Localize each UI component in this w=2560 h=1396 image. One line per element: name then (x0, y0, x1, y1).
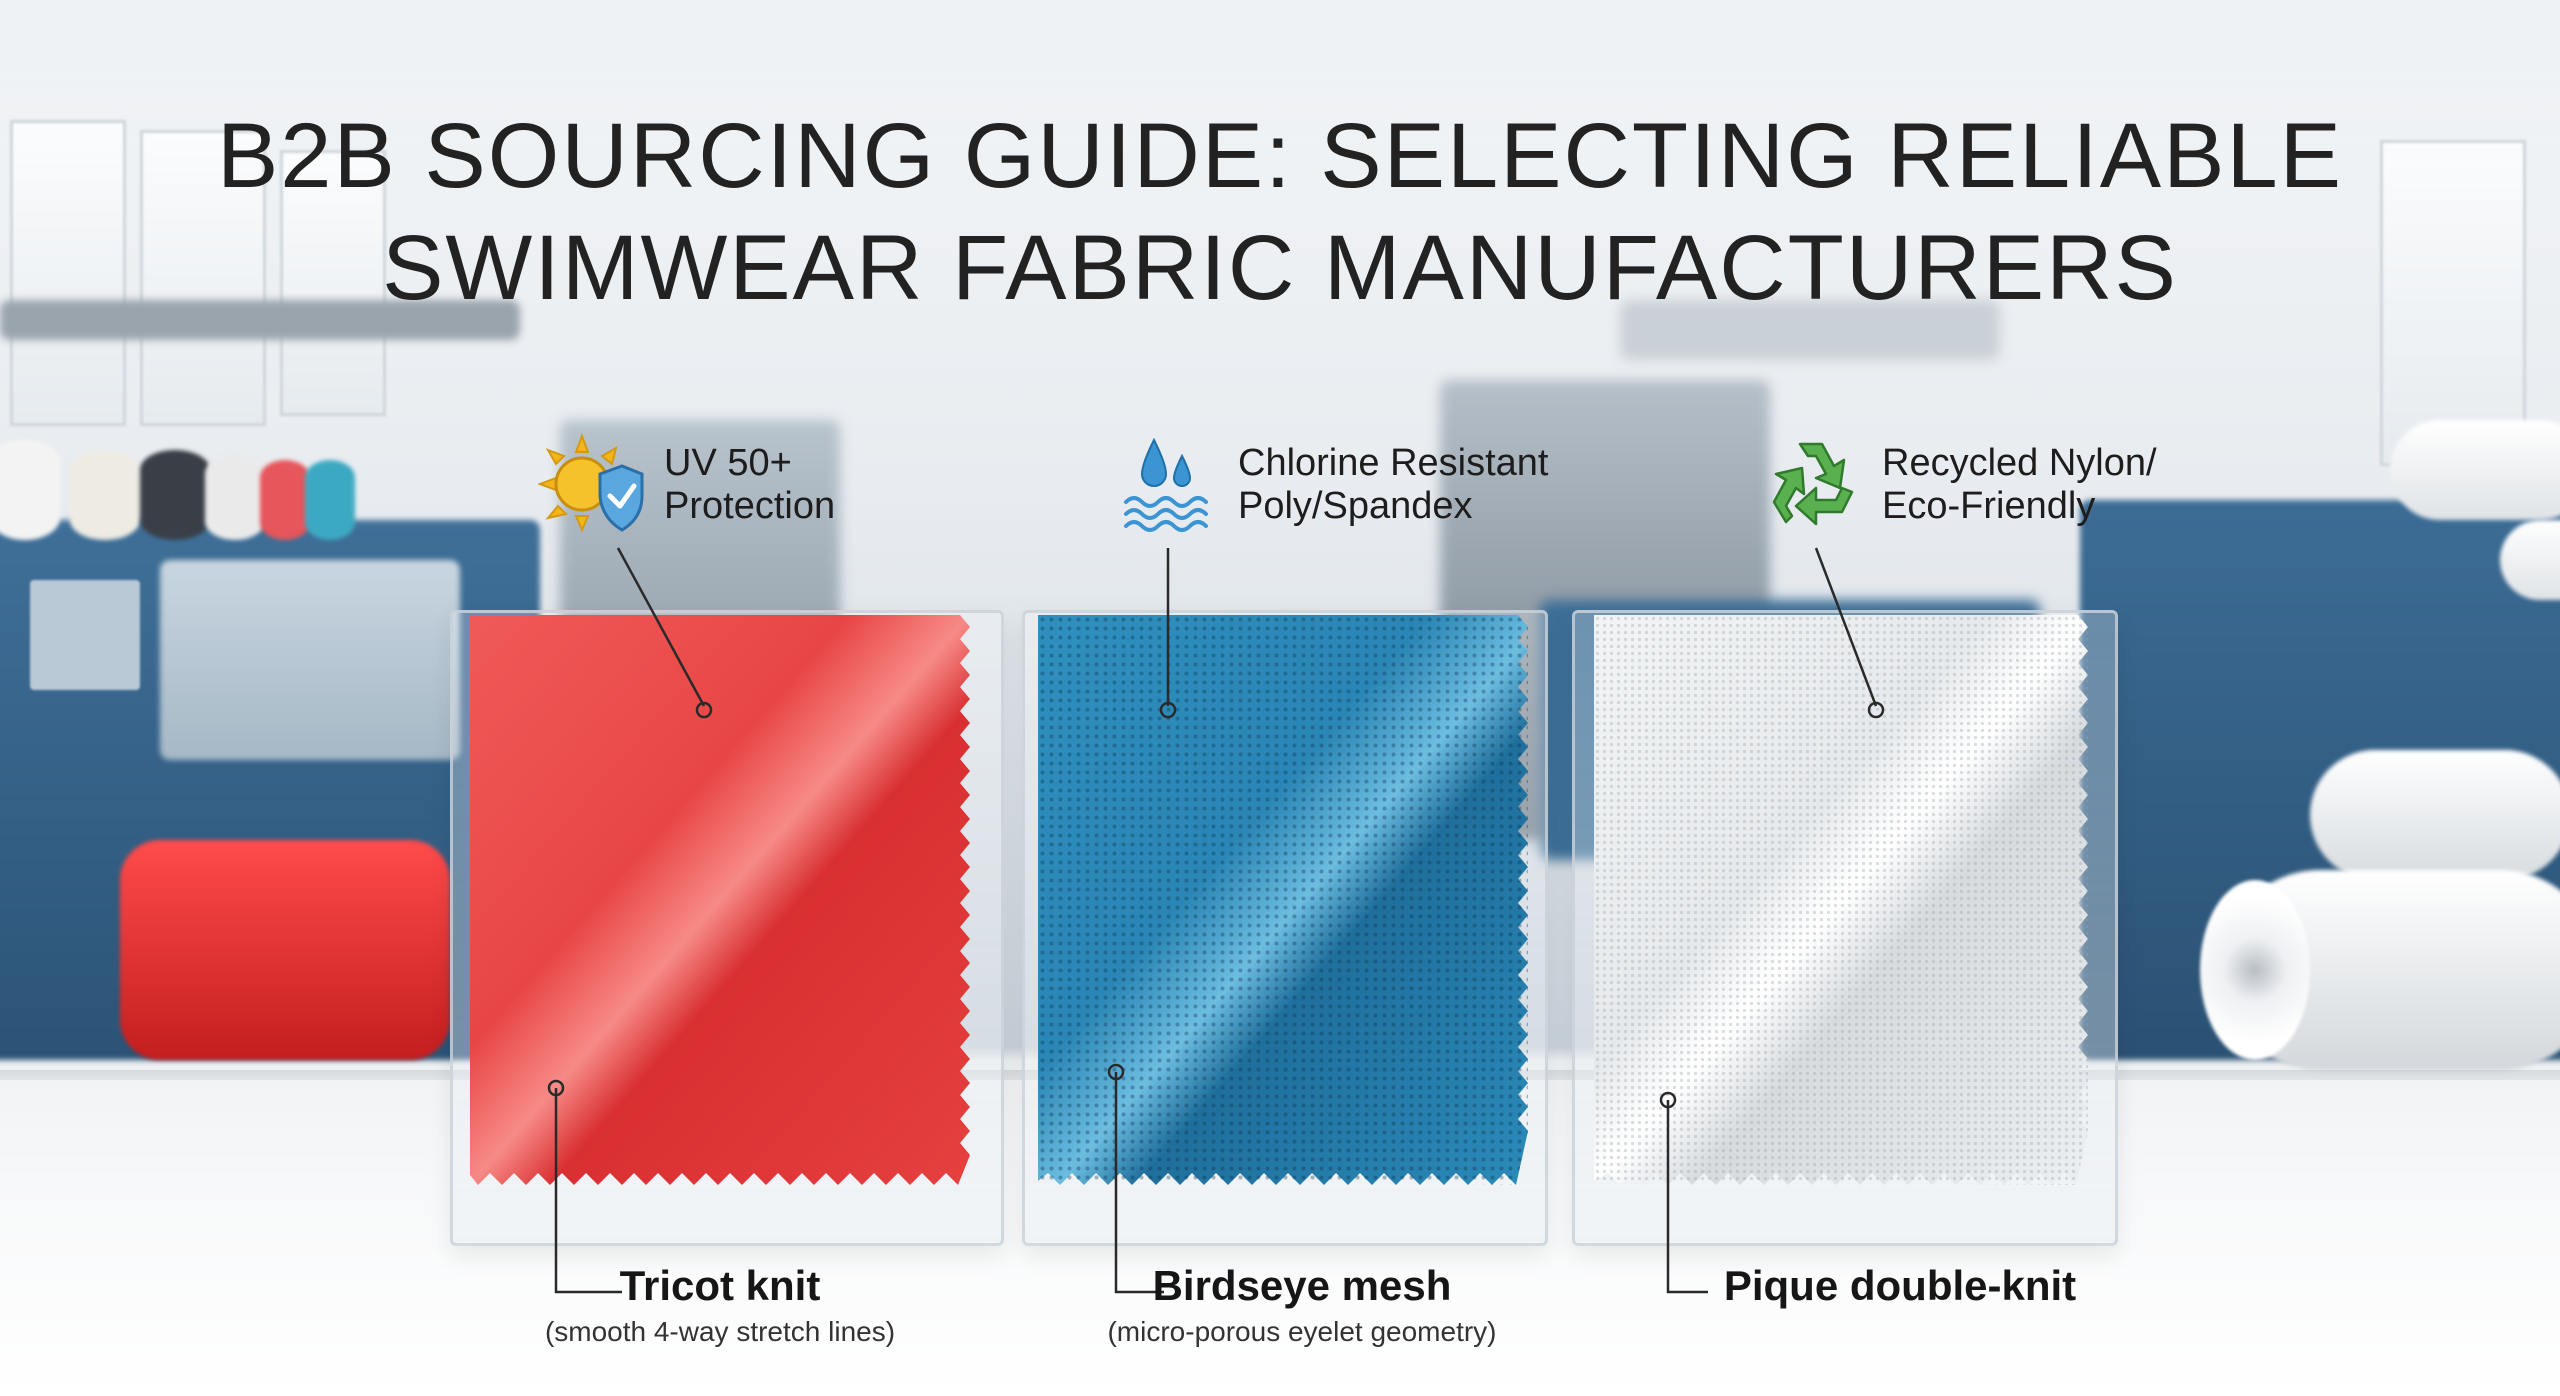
feature-chlorine-line-2: Poly/Spandex (1238, 485, 1473, 527)
caption-birdseye: Birdseye mesh (micro-porous eyelet geome… (1082, 1262, 1522, 1348)
factory-window (280, 150, 386, 416)
water-drops-icon (1112, 430, 1222, 540)
machine-window (160, 560, 460, 760)
fabric-swatch-pique (1594, 615, 2088, 1185)
feature-uv-line-1: UV 50+ (664, 442, 792, 484)
feature-recycled-line-2: Eco-Friendly (1882, 485, 2096, 527)
feature-recycled-nylon: Recycled Nylon/ Eco-Friendly (1756, 430, 2157, 540)
yarn-cone-teal (305, 460, 355, 540)
feature-uv-line-2: Protection (664, 485, 836, 527)
feature-recycled-line-1: Recycled Nylon/ (1882, 442, 2157, 484)
overhead-rail (0, 300, 520, 340)
feature-chlorine-resistant: Chlorine Resistant Poly/Spandex (1112, 430, 1548, 540)
machine-control-panel (30, 580, 140, 690)
feature-uv-label: UV 50+ Protection (664, 442, 835, 528)
factory-window (10, 120, 126, 426)
caption-pique: Pique double-knit (1690, 1262, 2110, 1310)
fabric-description-tricot: (smooth 4-way stretch lines) (544, 1316, 896, 1347)
factory-ceiling (0, 0, 2560, 220)
page-title: B2B SOURCING GUIDE: SELECTING RELIABLE S… (0, 100, 2560, 324)
feature-chlorine-line-1: Chlorine Resistant (1238, 442, 1549, 484)
fabric-name-birdseye: Birdseye mesh (1152, 1262, 1452, 1309)
sun-shield-icon (537, 430, 648, 540)
feature-chlorine-label: Chlorine Resistant Poly/Spandex (1238, 442, 1548, 528)
title-line-1: B2B SOURCING GUIDE: SELECTING RELIABLE (216, 105, 2344, 207)
yarn-cone-white (205, 455, 265, 540)
white-fabric-roll (2390, 420, 2560, 520)
caption-tricot: Tricot knit (smooth 4-way stretch lines) (520, 1262, 920, 1348)
fabric-swatch-tricot (470, 615, 970, 1185)
yarn-cone-cream (70, 450, 140, 540)
feature-recycled-label: Recycled Nylon/ Eco-Friendly (1882, 442, 2157, 528)
fabric-description-birdseye: (micro-porous eyelet geometry) (1107, 1316, 1497, 1347)
fabric-swatch-birdseye (1038, 615, 1528, 1185)
white-fabric-roll (2310, 750, 2560, 880)
red-fabric-roll (120, 840, 450, 1060)
fabric-name-tricot: Tricot knit (619, 1262, 821, 1309)
yarn-cone-white (0, 440, 60, 540)
title-line-2: SWIMWEAR FABRIC MANUFACTURERS (382, 217, 2178, 319)
roll-end (2200, 880, 2310, 1060)
white-fabric-roll (2500, 520, 2560, 600)
feature-uv-protection: UV 50+ Protection (537, 430, 835, 540)
yarn-cone-dark (140, 450, 210, 540)
recycle-icon (1756, 430, 1866, 540)
yarn-cone-red (260, 460, 310, 540)
fabric-name-pique: Pique double-knit (1723, 1262, 2077, 1309)
pipes (1620, 300, 2000, 360)
factory-window (140, 130, 266, 426)
